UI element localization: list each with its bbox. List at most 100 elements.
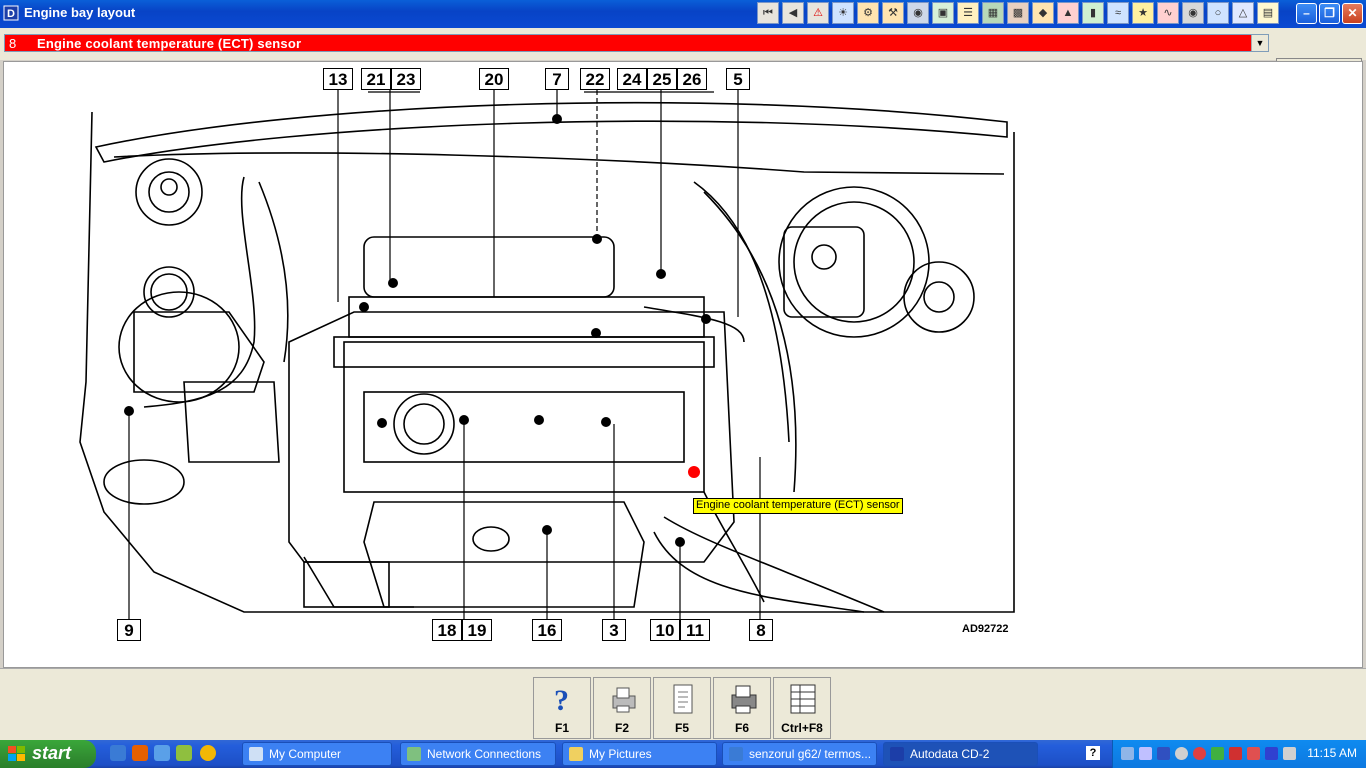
battery-icon[interactable]: ▮ [1082,2,1104,24]
clock: 11:15 AM [1307,746,1357,760]
callout-8[interactable]: 8 [749,619,773,641]
taskbar: start My Computer Network Connections My… [0,740,1366,768]
f2-print-button[interactable]: F2 [593,677,651,739]
harness-icon[interactable]: ≈ [1107,2,1129,24]
window-title: Engine bay layout [24,5,136,20]
fuse-icon[interactable]: ▦ [982,2,1004,24]
start-label: start [32,743,72,763]
status-tray-icon[interactable] [1175,747,1188,760]
callout-24[interactable]: 24 [617,68,647,90]
component-number: 8 [9,36,17,51]
callout-11[interactable]: 11 [680,619,710,641]
callout-5[interactable]: 5 [726,68,750,90]
f5-document-button[interactable]: F5 [653,677,711,739]
help-tray-button[interactable]: ? [1086,746,1100,760]
callout-18[interactable]: 18 [432,619,462,641]
chevron-down-icon[interactable]: ▼ [1251,35,1268,51]
computer-icon [249,747,263,761]
ie-icon [729,747,743,761]
callout-20[interactable]: 20 [479,68,509,90]
security-tray-icon[interactable] [1247,747,1260,760]
tools-icon[interactable]: ⚒ [882,2,904,24]
ecu-icon[interactable]: ▩ [1007,2,1029,24]
task-my-pictures[interactable]: My Pictures [562,742,717,766]
f2-label: F2 [614,721,629,735]
display-tray-icon[interactable] [1139,747,1152,760]
callout-23[interactable]: 23 [391,68,421,90]
car-icon[interactable]: ◉ [1182,2,1204,24]
task-autodata[interactable]: Autodata CD-2 [883,742,1038,766]
sensor-icon[interactable]: ☀ [832,2,854,24]
document-icon [673,684,693,714]
component-icon[interactable]: ⚙ [857,2,879,24]
table-icon [790,684,816,714]
f1-help-button[interactable]: ? F1 [533,677,591,739]
component-selector-row: 8 Engine coolant temperature (ECT) senso… [0,28,1366,84]
triangle-icon[interactable]: △ [1232,2,1254,24]
relay-icon[interactable]: ☰ [957,2,979,24]
callout-19[interactable]: 19 [462,619,492,641]
network-tray-icon[interactable] [1121,747,1134,760]
prev-icon[interactable]: ◀ [782,2,804,24]
wiring-icon[interactable]: ∿ [1157,2,1179,24]
autodata-icon [890,747,904,761]
function-key-bar: ? F1 F2 F5 F6 Ctrl+F8 [0,668,1366,741]
printer-icon [731,685,757,714]
callout-21[interactable]: 21 [361,68,391,90]
engine-bay-diagram: AD92722 [79,90,1015,635]
ect-sensor-marker[interactable] [688,466,700,478]
media-icon[interactable] [176,745,192,761]
network-icon [407,747,421,761]
callout-16[interactable]: 16 [532,619,562,641]
callout-3[interactable]: 3 [602,619,626,641]
start-button[interactable]: start [0,740,96,768]
print-icon [612,687,636,713]
task-label: Network Connections [427,747,542,761]
first-icon[interactable]: ⏮ [757,2,779,24]
callout-10[interactable]: 10 [650,619,680,641]
title-bar: D Engine bay layout ⏮ ◀ ⚠ ☀ ⚙ ⚒ ◉ ▣ ☰ ▦ … [0,0,1366,28]
ie-icon[interactable] [110,745,126,761]
component-dropdown[interactable]: 8 Engine coolant temperature (ECT) senso… [4,34,1269,52]
callout-13[interactable]: 13 [323,68,353,90]
dial-icon[interactable]: ○ [1207,2,1229,24]
firefox-icon[interactable] [132,745,148,761]
task-my-computer[interactable]: My Computer [242,742,392,766]
callout-26[interactable]: 26 [677,68,707,90]
close-button[interactable]: ✕ [1342,3,1363,24]
callout-22[interactable]: 22 [580,68,610,90]
bluetooth-tray-icon[interactable] [1265,747,1278,760]
volume-tray-icon[interactable] [1283,747,1296,760]
diagram-ref: AD92722 [962,623,1008,635]
show-desktop-icon[interactable] [154,745,170,761]
callout-25[interactable]: 25 [647,68,677,90]
antivirus-tray-icon[interactable] [1193,747,1206,760]
diagnostic-icon[interactable]: ★ [1132,2,1154,24]
module-icon[interactable]: ▣ [932,2,954,24]
signal-tray-icon[interactable] [1211,747,1224,760]
callout-9[interactable]: 9 [117,619,141,641]
plug-icon[interactable]: ▲ [1057,2,1079,24]
restore-button[interactable]: ❐ [1319,3,1340,24]
ctrl-f8-table-button[interactable]: Ctrl+F8 [773,677,831,739]
folder-icon [569,747,583,761]
minimize-button[interactable]: – [1296,3,1317,24]
task-label: My Pictures [589,747,652,761]
warning-icon[interactable]: ⚠ [807,2,829,24]
device-tray-icon[interactable] [1157,747,1170,760]
ctrl-f8-label: Ctrl+F8 [781,721,823,735]
component-label: Engine coolant temperature (ECT) sensor [37,36,302,51]
task-network-connections[interactable]: Network Connections [400,742,556,766]
diagram-canvas[interactable]: AD92722 13 21 23 20 7 22 24 25 26 5 9 18… [3,61,1363,668]
task-label: Autodata CD-2 [910,747,990,761]
notes-icon[interactable]: ▤ [1257,2,1279,24]
gauge-icon[interactable]: ◉ [907,2,929,24]
connector-icon[interactable]: ◆ [1032,2,1054,24]
callout-7[interactable]: 7 [545,68,569,90]
shield-tray-icon[interactable] [1229,747,1242,760]
help-icon: ? [554,684,569,716]
messenger-icon[interactable] [200,745,216,761]
f6-printer-button[interactable]: F6 [713,677,771,739]
autodata-app-icon: D [3,5,19,21]
task-browser[interactable]: senzorul g62/ termos... [722,742,877,766]
